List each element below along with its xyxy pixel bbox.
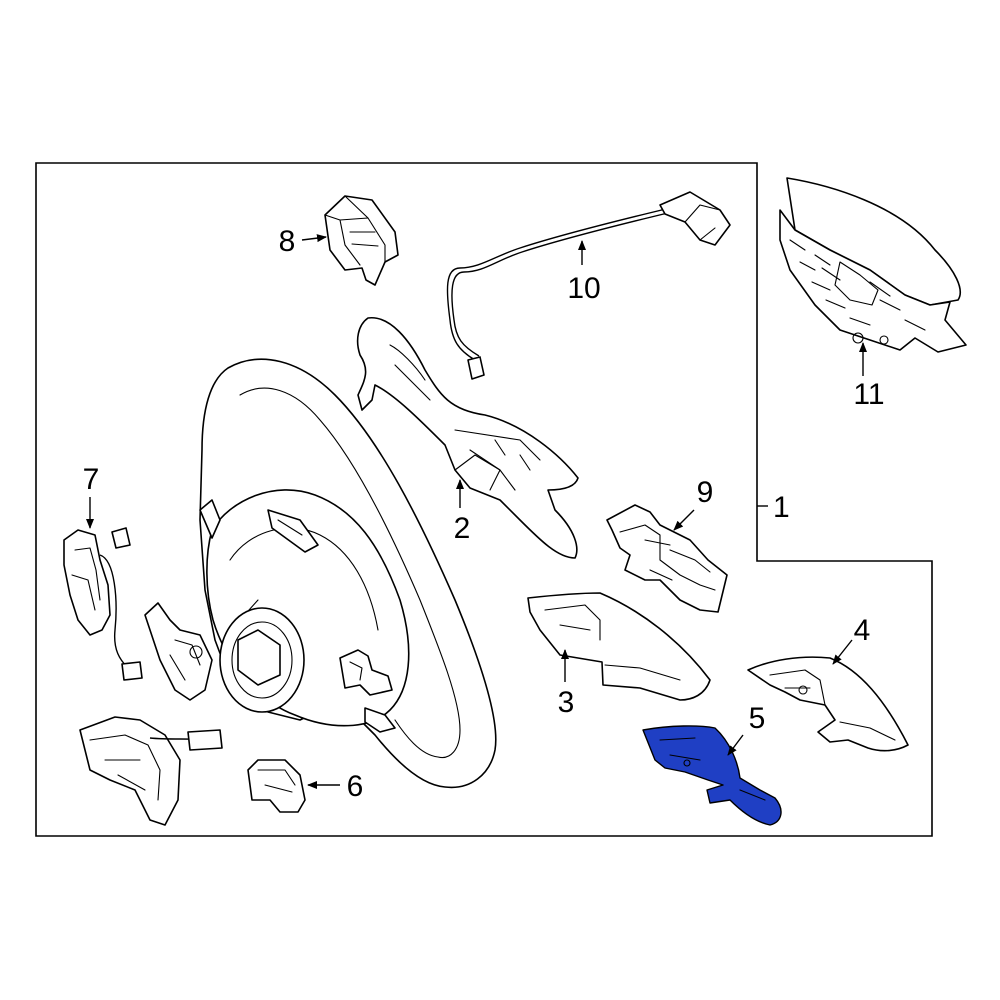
part-6-button[interactable] [247,759,306,813]
callout-8: 8 [279,225,296,258]
part-5-trim-cover-highlighted[interactable] [642,725,782,826]
callout-6: 6 [347,770,364,803]
callout-11: 11 [853,378,884,411]
callout-5-leader [727,734,744,756]
part-2-trim-cover[interactable] [356,317,579,559]
callout-5: 5 [749,702,766,735]
callout-4: 4 [854,614,871,647]
part-11-airbag-module[interactable] [779,177,967,353]
part-10-wire-harness[interactable] [446,191,731,380]
part-9-control-module[interactable] [606,504,728,613]
callout-1: 1 [773,491,790,524]
steering-wheel[interactable] [199,358,497,789]
callout-7: 7 [83,463,100,496]
steering-wheel-switch[interactable] [144,602,213,701]
steering-wheel-control-switch[interactable] [79,716,223,826]
part-5-body [642,725,782,826]
callout-10: 10 [567,272,600,305]
callout-9: 9 [697,476,714,509]
callout-2: 2 [454,512,471,545]
part-3-trim-panel[interactable] [527,592,711,701]
part-8-switch[interactable] [324,195,399,286]
callout-9-leader [673,509,695,531]
assembly-frame [35,162,933,837]
part-4-trim-cover[interactable] [747,656,909,752]
part-7-switch-harness[interactable] [63,527,143,681]
callout-8-leader [301,234,327,243]
callout-4-leader [832,639,853,665]
callout-3: 3 [558,686,575,719]
